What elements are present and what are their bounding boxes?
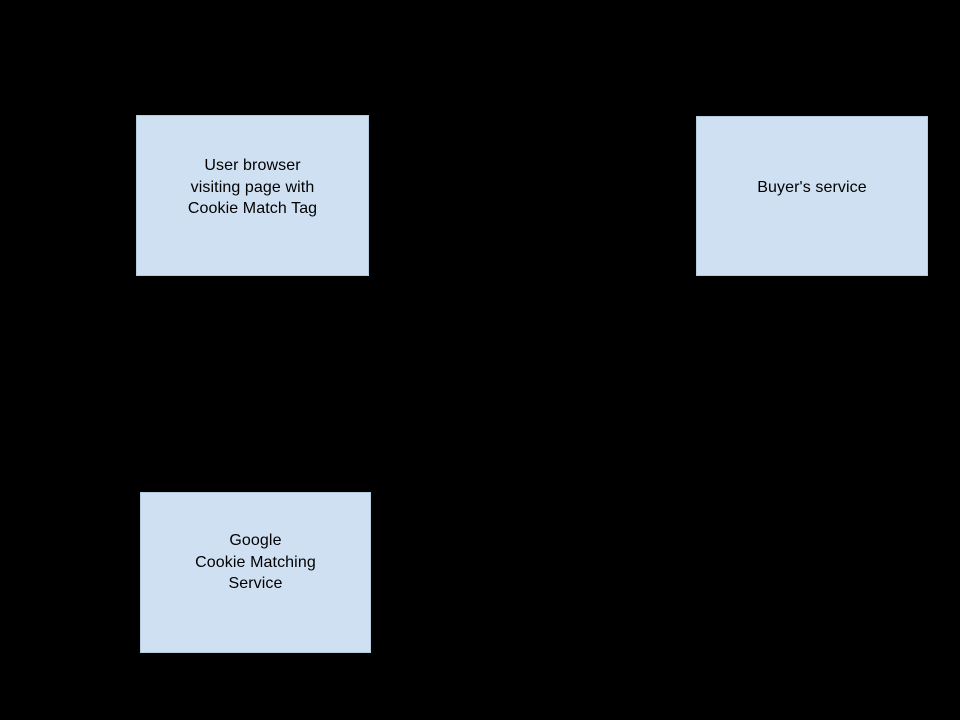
diagram-node-google-cookie-matching-label: Google Cookie Matching Service bbox=[195, 532, 316, 593]
diagram-node-user-browser-label: User browser visiting page with Cookie M… bbox=[187, 157, 318, 218]
diagram-node-google-cookie-matching[interactable]: Google Cookie Matching Service bbox=[140, 492, 371, 653]
diagram-node-buyers-service[interactable]: Buyer's service bbox=[696, 116, 928, 276]
diagram-node-user-browser[interactable]: User browser visiting page with Cookie M… bbox=[136, 115, 369, 276]
diagram-node-buyers-service-label: Buyer's service bbox=[757, 179, 867, 197]
